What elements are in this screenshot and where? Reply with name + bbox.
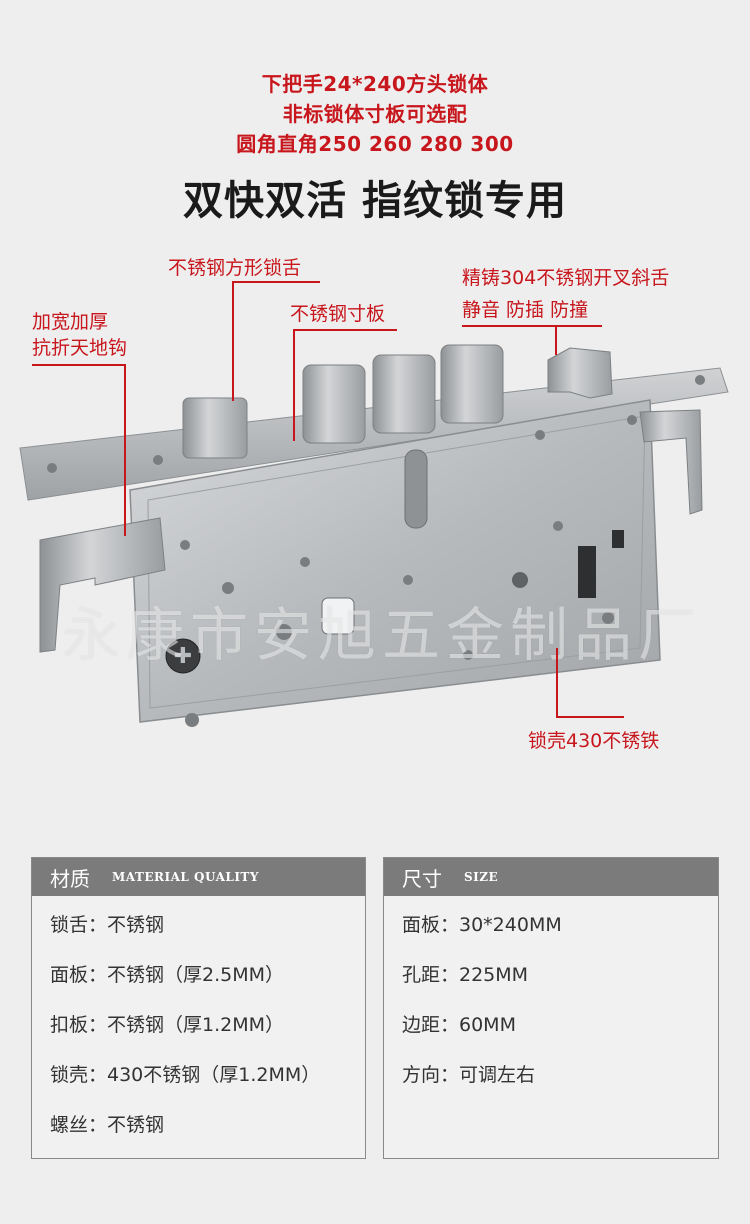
- header-line-3: 圆角直角250 260 280 300: [236, 132, 514, 156]
- watermark: 永康市安旭五金制品厂: [62, 601, 703, 669]
- size-title-en: SIZE: [464, 870, 499, 884]
- svg-text:✚: ✚: [174, 644, 192, 669]
- material-row: 锁壳：430不锈钢（厚1.2MM）: [50, 1064, 321, 1086]
- latch: [547, 347, 613, 399]
- bolt-2: [372, 354, 436, 434]
- lock-body-image: ✚: [19, 344, 729, 727]
- material-title-en: MATERIAL QUALITY: [112, 870, 259, 884]
- material-row: 螺丝：不锈钢: [50, 1114, 165, 1136]
- callout-plate: 不锈钢寸板: [290, 303, 386, 325]
- size-header: 尺寸 SIZE: [384, 858, 718, 896]
- header-line-1: 下把手24*240方头锁体: [261, 72, 489, 96]
- callout-latch-2: 静音 防插 防撞: [462, 299, 589, 321]
- material-panel: 材质 MATERIAL QUALITY 锁舌：不锈钢 面板：不锈钢（厚2.5MM…: [31, 857, 366, 1159]
- size-row: 方向：可调左右: [402, 1064, 536, 1086]
- material-title: 材质: [50, 866, 90, 891]
- material-row: 扣板：不锈钢（厚1.2MM）: [50, 1014, 285, 1036]
- size-row: 面板：30*240MM: [402, 914, 562, 936]
- page-title: 双快双活 指纹锁专用: [183, 178, 567, 224]
- size-title: 尺寸: [402, 866, 442, 891]
- bolt-3: [440, 344, 504, 424]
- callout-shell: 锁壳430不锈铁: [528, 730, 660, 752]
- size-panel: 尺寸 SIZE 面板：30*240MM 孔距：225MM 边距：60MM 方向：…: [383, 857, 719, 1159]
- hook-right: [639, 409, 703, 515]
- material-row: 锁舌：不锈钢: [50, 914, 165, 936]
- material-row: 面板：不锈钢（厚2.5MM）: [50, 964, 285, 986]
- header-line-2: 非标锁体寸板可选配: [282, 102, 468, 126]
- callout-square-bolt: 不锈钢方形锁舌: [168, 257, 302, 279]
- size-row: 边距：60MM: [402, 1014, 516, 1036]
- bolt-1: [302, 364, 366, 444]
- callout-reinforce-1: 加宽加厚: [32, 311, 109, 333]
- hook-left: [39, 517, 166, 653]
- callout-latch-1: 精铸304不锈钢开叉斜舌: [462, 267, 670, 289]
- callout-reinforce-2: 抗折天地钩: [32, 337, 128, 359]
- size-row: 孔距：225MM: [402, 964, 529, 986]
- material-header: 材质 MATERIAL QUALITY: [32, 858, 365, 896]
- bolt-square: [182, 397, 248, 459]
